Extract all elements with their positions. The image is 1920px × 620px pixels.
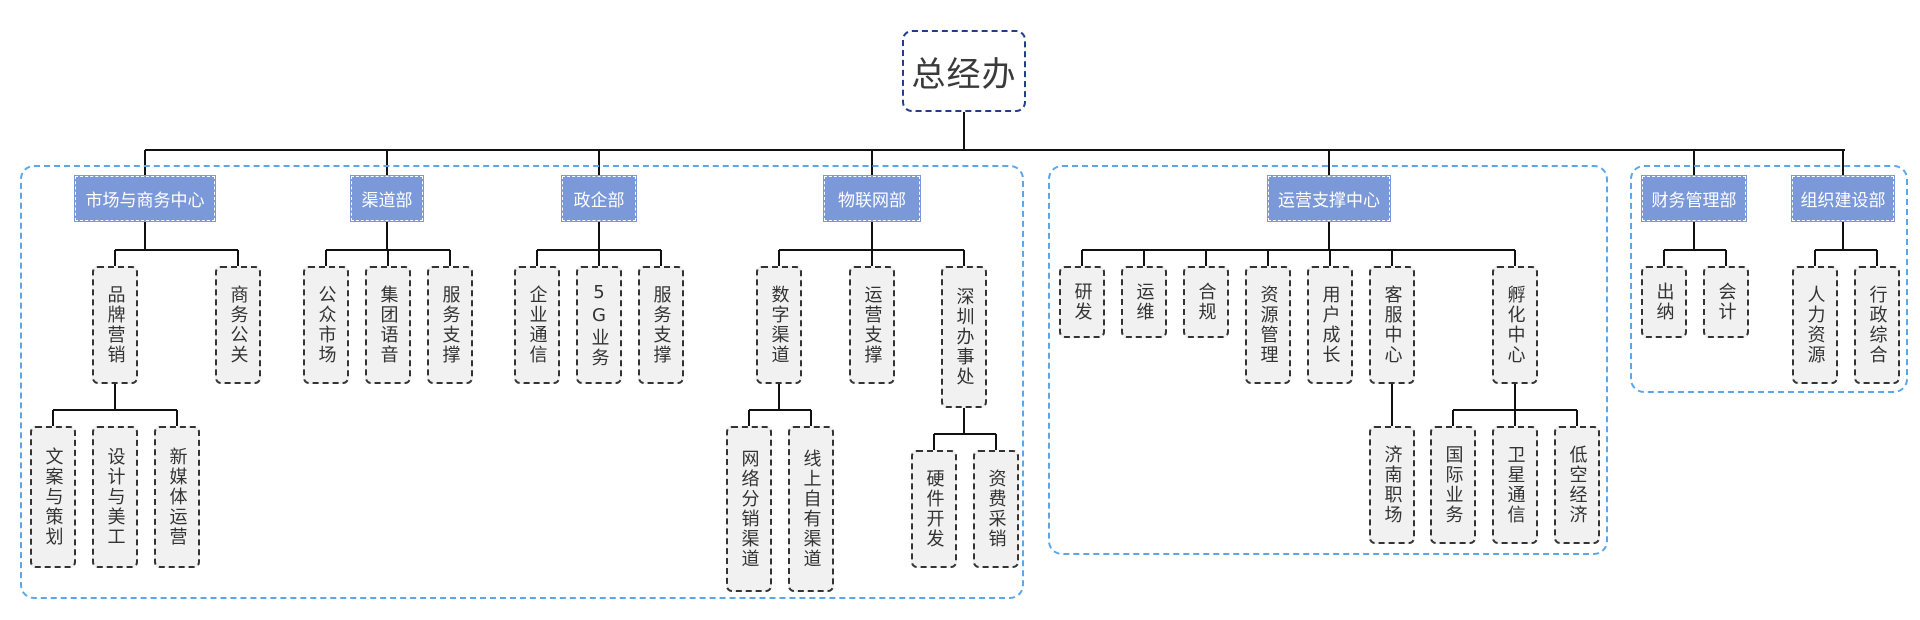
leaf-shenzhen[interactable]: 深圳办事处 [941, 266, 987, 408]
dept-market[interactable]: 市场与商务中心 [75, 176, 215, 221]
group-frame-support [1630, 165, 1908, 393]
dept-channel[interactable]: 渠道部 [351, 176, 423, 221]
leaf-growth[interactable]: 用户成长 [1307, 266, 1353, 384]
leaf-copy[interactable]: 文案与策划 [30, 426, 76, 568]
leaf-network[interactable]: 网络分销渠道 [726, 426, 772, 592]
leaf-groupvoice[interactable]: 集团语音 [365, 266, 411, 384]
leaf-service[interactable]: 客服中心 [1369, 266, 1415, 384]
leaf-design[interactable]: 设计与美工 [92, 426, 138, 568]
leaf-incubator[interactable]: 孵化中心 [1492, 266, 1538, 384]
leaf-opsupport[interactable]: 运营支撑 [849, 266, 895, 384]
leaf-rd[interactable]: 研发 [1059, 266, 1105, 338]
leaf-5g[interactable]: 5G业务 [576, 266, 622, 384]
leaf-compliance[interactable]: 合规 [1183, 266, 1229, 338]
leaf-gov-support[interactable]: 服务支撑 [638, 266, 684, 384]
leaf-online[interactable]: 线上自有渠道 [788, 426, 834, 592]
leaf-hardware[interactable]: 硬件开发 [911, 450, 957, 568]
root-node[interactable]: 总经办 [902, 30, 1026, 112]
leaf-account[interactable]: 会计 [1703, 266, 1749, 338]
leaf-hr[interactable]: 人力资源 [1792, 266, 1838, 384]
leaf-brand[interactable]: 品牌营销 [92, 266, 138, 384]
leaf-lowalt[interactable]: 低空经济 [1554, 426, 1600, 544]
dept-gov[interactable]: 政企部 [562, 176, 636, 221]
dept-iot[interactable]: 物联网部 [824, 176, 920, 221]
leaf-enterprise[interactable]: 企业通信 [514, 266, 560, 384]
leaf-maint[interactable]: 运维 [1121, 266, 1167, 338]
leaf-newmedia[interactable]: 新媒体运营 [154, 426, 200, 568]
leaf-bizpr[interactable]: 商务公关 [215, 266, 261, 384]
leaf-jinan[interactable]: 济南职场 [1369, 426, 1415, 544]
leaf-intl[interactable]: 国际业务 [1430, 426, 1476, 544]
leaf-cashier[interactable]: 出纳 [1641, 266, 1687, 338]
leaf-digital[interactable]: 数字渠道 [756, 266, 802, 384]
dept-finance[interactable]: 财务管理部 [1642, 176, 1746, 221]
leaf-resource[interactable]: 资源管理 [1245, 266, 1291, 384]
group-frame-business [20, 165, 1024, 599]
leaf-satellite[interactable]: 卫星通信 [1492, 426, 1538, 544]
group-frame-operations [1048, 165, 1608, 555]
leaf-purchase[interactable]: 资费采销 [973, 450, 1019, 568]
leaf-channel-support[interactable]: 服务支撑 [427, 266, 473, 384]
dept-ops[interactable]: 运营支撑中心 [1268, 176, 1390, 221]
dept-org[interactable]: 组织建设部 [1792, 176, 1894, 221]
leaf-admin[interactable]: 行政综合 [1854, 266, 1900, 384]
leaf-public[interactable]: 公众市场 [303, 266, 349, 384]
